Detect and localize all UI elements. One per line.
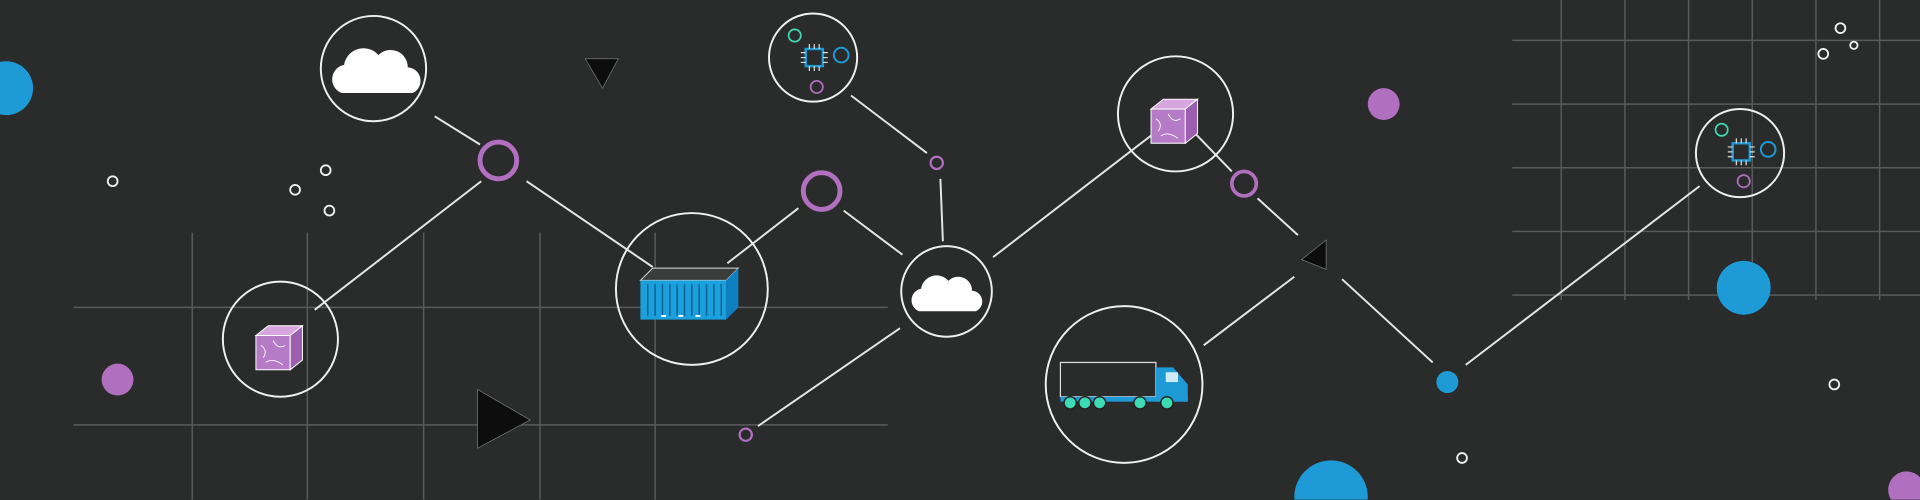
chip-icon bbox=[787, 28, 850, 95]
black-triangles bbox=[477, 58, 1327, 449]
cloud-node-1 bbox=[319, 14, 428, 123]
purple-rings bbox=[477, 139, 1259, 442]
truck-icon bbox=[1059, 361, 1188, 410]
blue-dots bbox=[0, 61, 1771, 500]
cloud-icon bbox=[911, 275, 983, 312]
connection-lines bbox=[314, 94, 1701, 427]
purple-dot bbox=[101, 363, 134, 396]
cube-node-2 bbox=[1116, 55, 1235, 173]
cube-node-1 bbox=[221, 280, 339, 398]
cube-icon bbox=[255, 325, 303, 371]
chip-node-2 bbox=[1694, 108, 1786, 199]
cube-icon bbox=[1150, 98, 1199, 144]
chip-node-1 bbox=[768, 12, 859, 103]
blue-dot bbox=[1436, 371, 1459, 394]
purple-dots bbox=[101, 88, 1920, 500]
cloud-icon bbox=[332, 48, 421, 94]
purple-dot bbox=[1367, 88, 1400, 121]
blue-dot-edge-bottom bbox=[1294, 460, 1368, 500]
container-node bbox=[614, 212, 769, 366]
blue-dot-edge-left bbox=[0, 61, 34, 116]
purple-dot-edge-corner bbox=[1888, 471, 1920, 500]
small-white-rings bbox=[106, 22, 1859, 464]
truck-node bbox=[1044, 305, 1204, 464]
chip-icon bbox=[1714, 122, 1777, 189]
cloud-node-2 bbox=[900, 245, 993, 338]
shipping-container-icon bbox=[639, 267, 740, 320]
grid-right bbox=[1512, 0, 1920, 301]
blue-dot bbox=[1716, 260, 1771, 315]
